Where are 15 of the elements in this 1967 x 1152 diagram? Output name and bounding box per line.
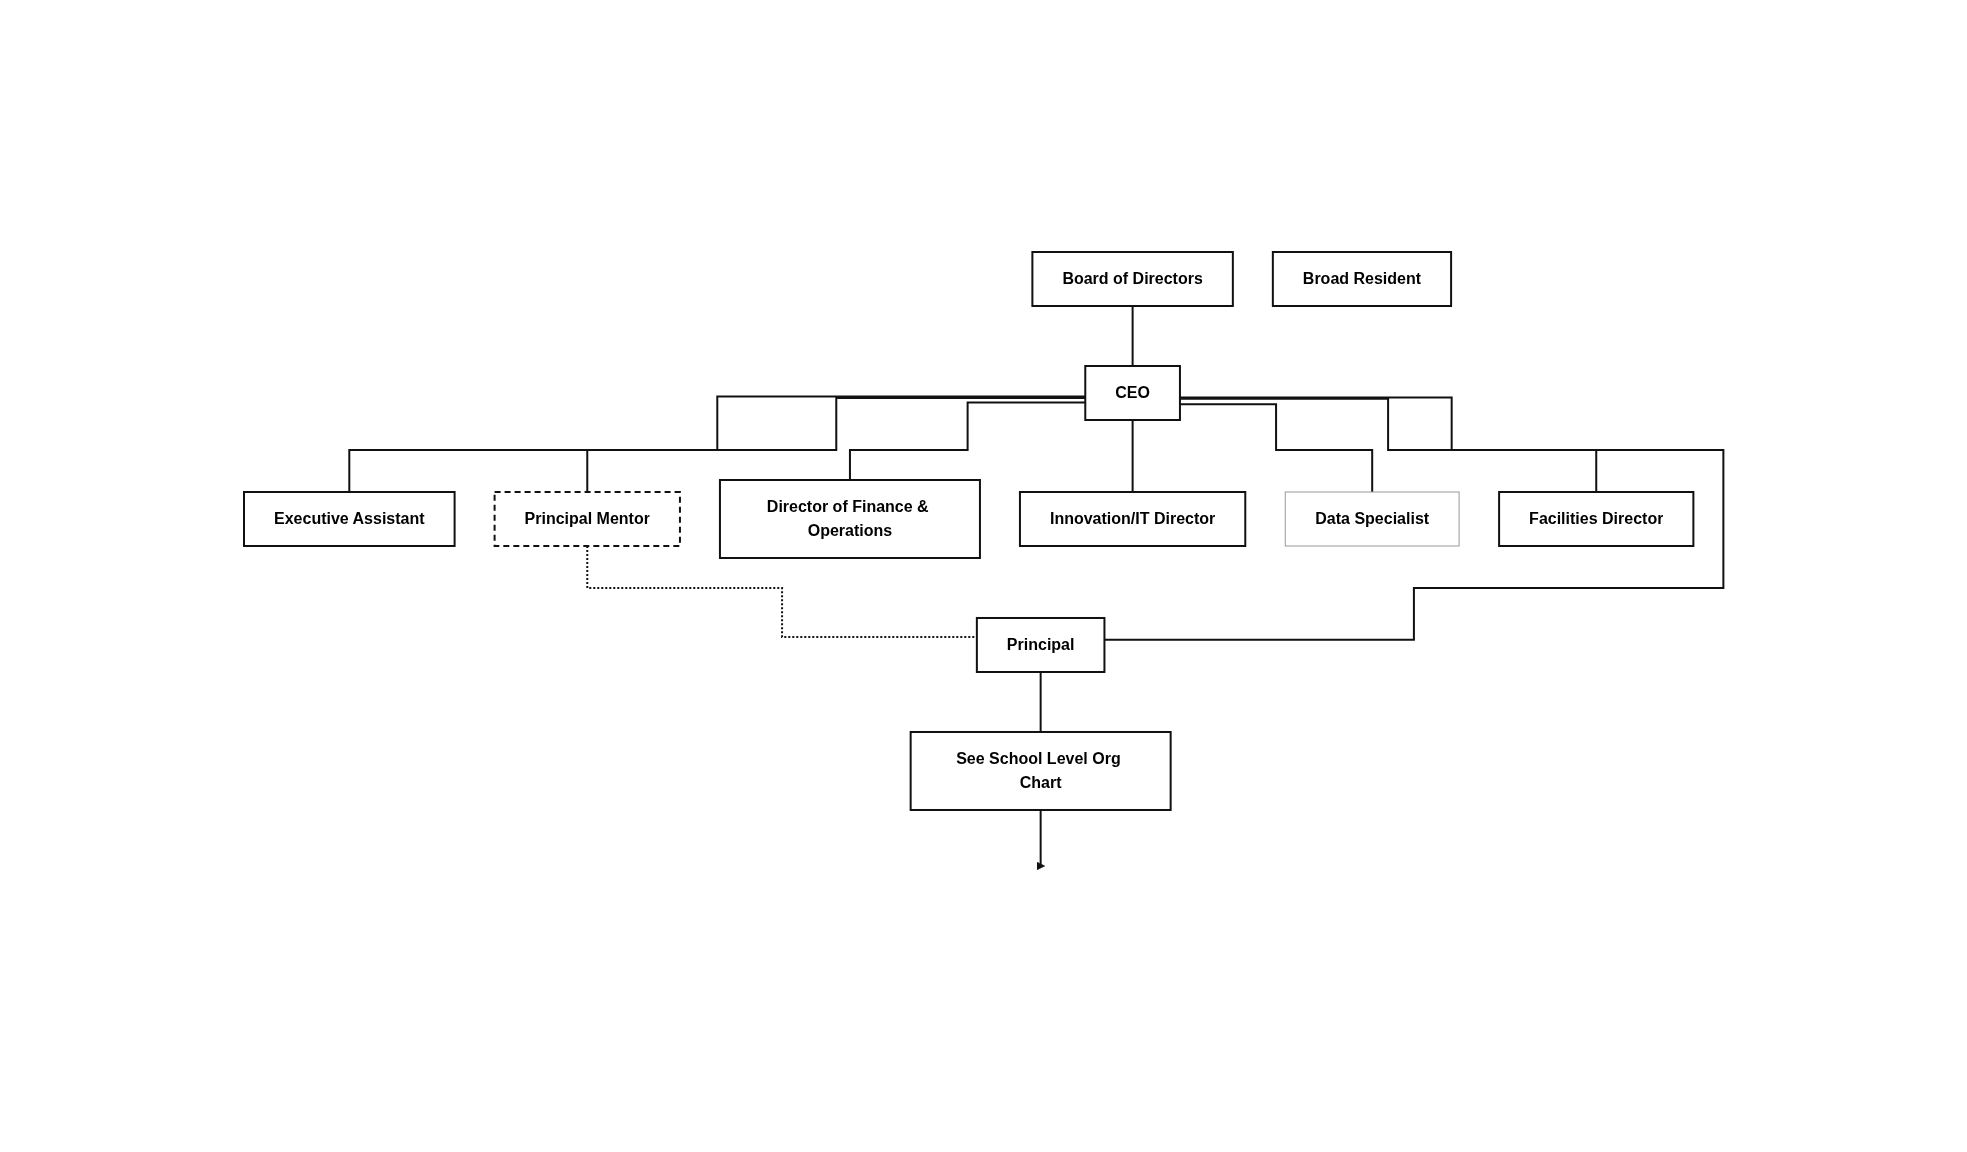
connector [1131,419,1134,493]
node-box: Broad Resident [1271,251,1452,307]
node-box: Principal [975,617,1106,673]
connector [1131,305,1134,367]
node-box: See School Level Org Chart [909,731,1172,811]
node-box: Data Specialist [1284,491,1460,547]
node-box: Principal Mentor [493,491,681,547]
node-box: Innovation/IT Director [1018,491,1247,547]
node-box: Board of Directors [1031,251,1234,307]
node-box: Facilities Director [1497,491,1695,547]
node-box: CEO [1084,365,1181,421]
node-box: Executive Assistant [242,491,456,547]
connector [1039,671,1042,733]
node-box: Director of Finance & Operations [718,479,981,559]
arrow [1036,809,1045,871]
